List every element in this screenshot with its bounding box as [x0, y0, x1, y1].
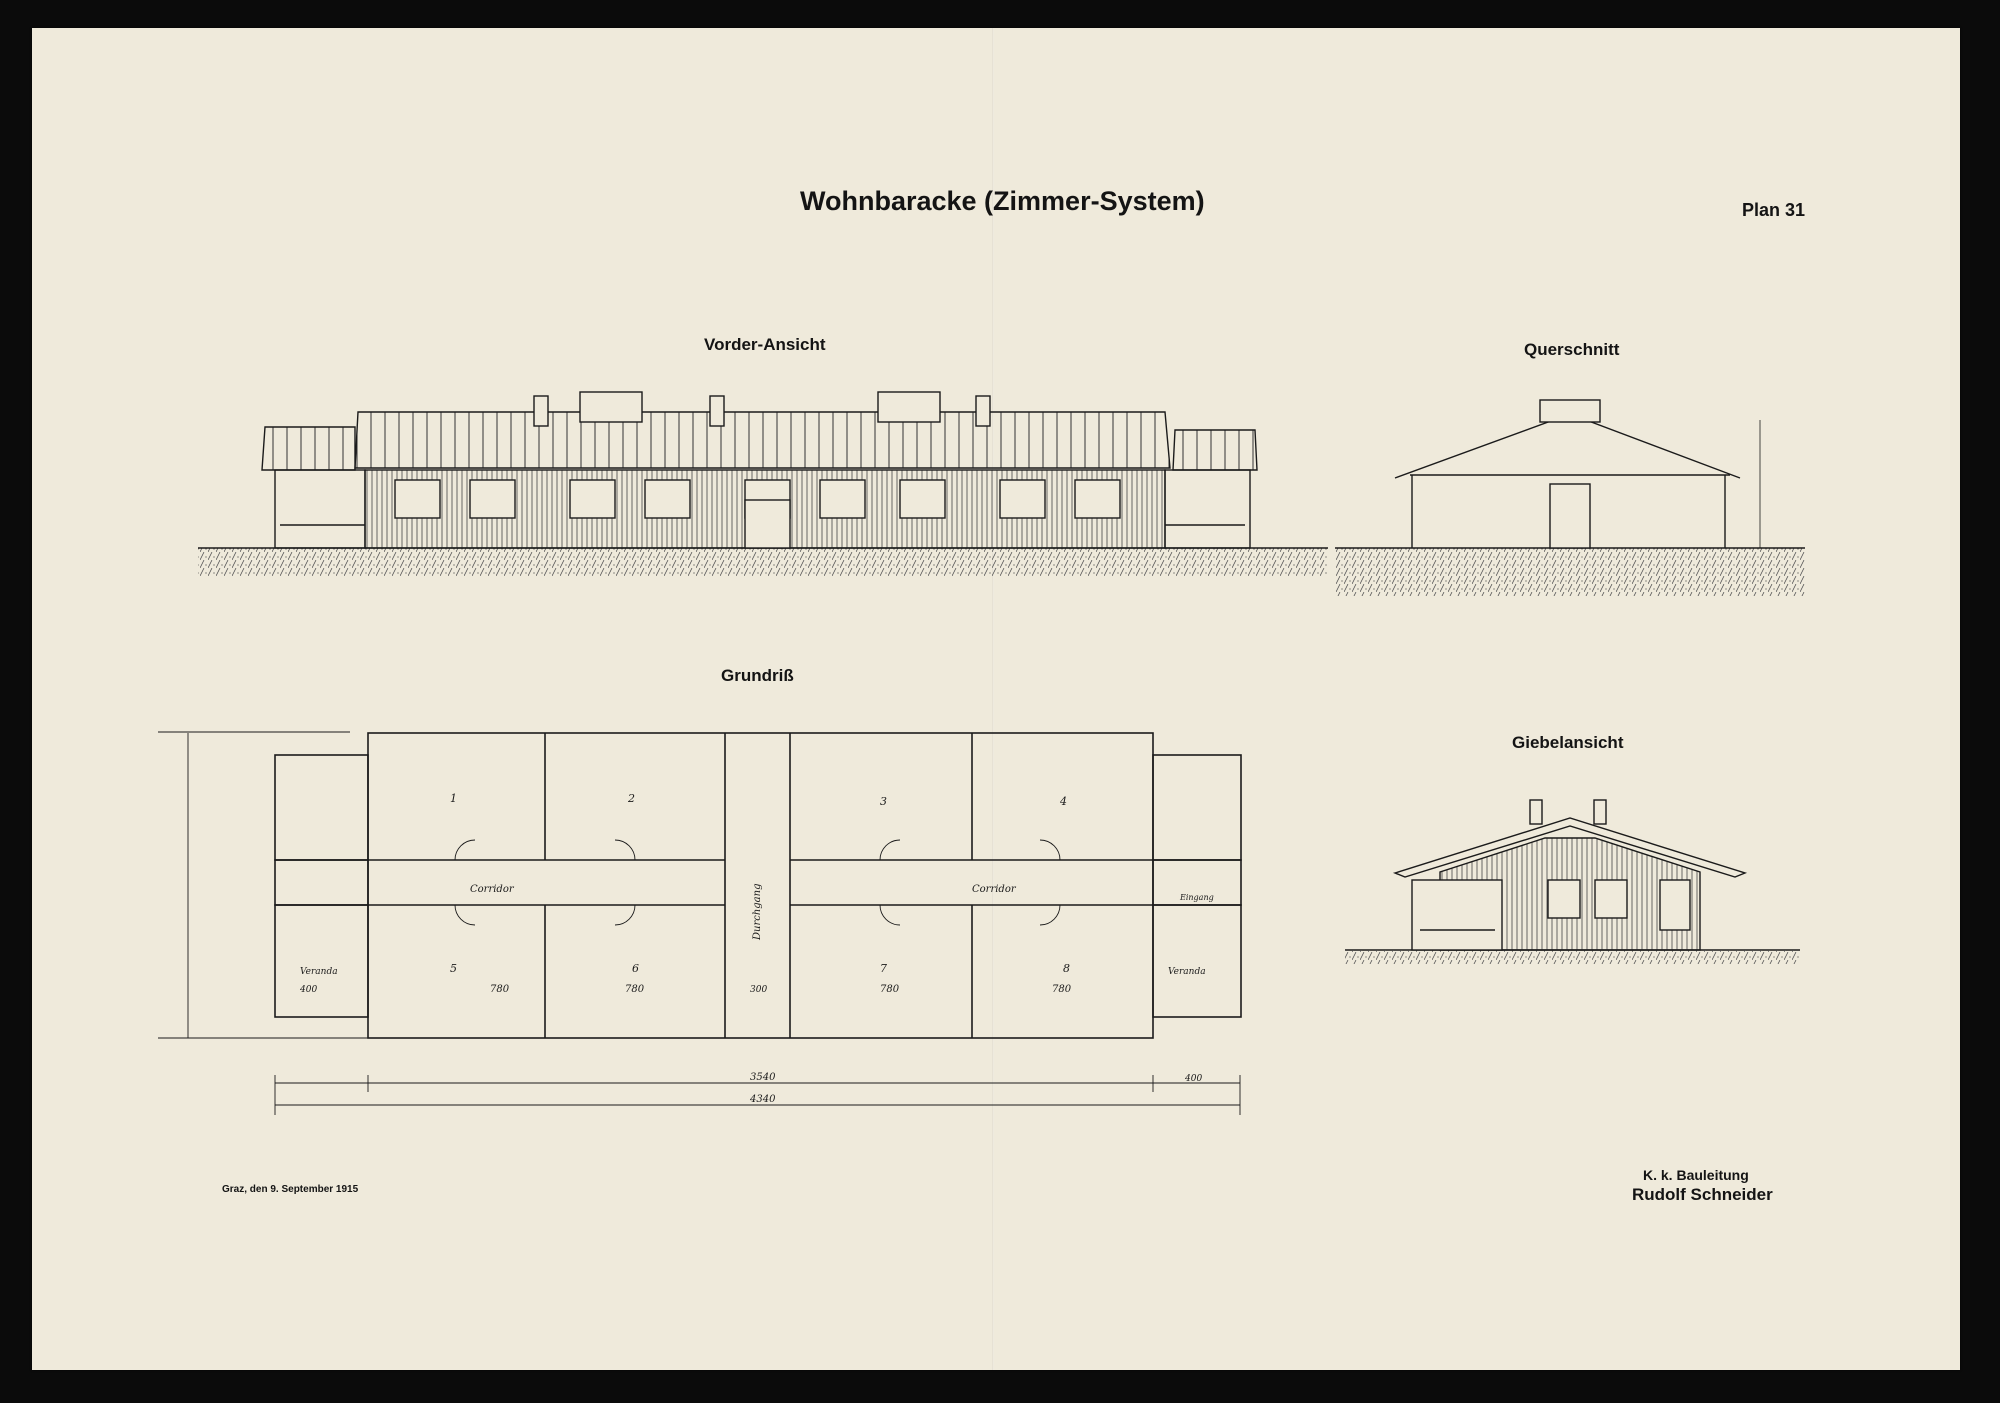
dim-room-8: 780	[1052, 984, 1072, 995]
drawing-sheet	[32, 28, 1960, 1370]
room-7-label: 7	[880, 962, 887, 975]
date-line: Graz, den 9. September 1915	[222, 1184, 359, 1195]
dim-total-length: 4340	[749, 1094, 776, 1105]
section-drawing	[1335, 399, 1805, 596]
room-8-label: 8	[1063, 962, 1070, 975]
passage-label: Durchgang	[752, 884, 763, 941]
floorplan-labels: 1 2 3 4 5 6 7 8 Corridor Corridor Verand…	[299, 792, 1214, 1105]
room-1-label: 1	[450, 792, 457, 805]
section-view-label: Querschnitt	[1524, 340, 1620, 359]
front-view-label: Vorder-Ansicht	[704, 335, 826, 354]
organization: K. k. Bauleitung	[1643, 1167, 1749, 1183]
room-4-label: 4	[1059, 795, 1067, 808]
floorplan-drawing	[158, 731, 1242, 1115]
dim-veranda-left: 400	[299, 985, 317, 995]
corridor-right-label: Corridor	[972, 884, 1017, 895]
veranda-right-label: Veranda	[1168, 967, 1206, 977]
room-2-label: 2	[627, 792, 635, 805]
dim-room-5: 780	[490, 984, 510, 995]
corridor-left-label: Corridor	[470, 884, 515, 895]
room-3-label: 3	[880, 795, 887, 808]
gable-view-label: Giebelansicht	[1512, 733, 1624, 752]
entrance-label: Eingang	[1179, 893, 1214, 902]
dim-room-7: 780	[880, 984, 900, 995]
dim-center: 300	[750, 985, 767, 995]
gable-drawing	[1345, 799, 1800, 964]
dim-inner-length: 3540	[750, 1072, 776, 1083]
drawing-title: Wohnbaracke (Zimmer-System)	[800, 186, 1205, 216]
sheet-fold	[992, 28, 994, 1370]
room-5-label: 5	[450, 962, 457, 975]
floorplan-label: Grundriß	[721, 666, 794, 685]
dim-veranda-right: 400	[1184, 1074, 1202, 1084]
veranda-left-label: Veranda	[300, 967, 338, 977]
front-view-drawing	[198, 391, 1328, 576]
author-name: Rudolf Schneider	[1632, 1185, 1773, 1204]
plan-number: Plan 31	[1742, 200, 1806, 220]
room-6-label: 6	[632, 962, 639, 975]
dim-room-6: 780	[625, 984, 645, 995]
